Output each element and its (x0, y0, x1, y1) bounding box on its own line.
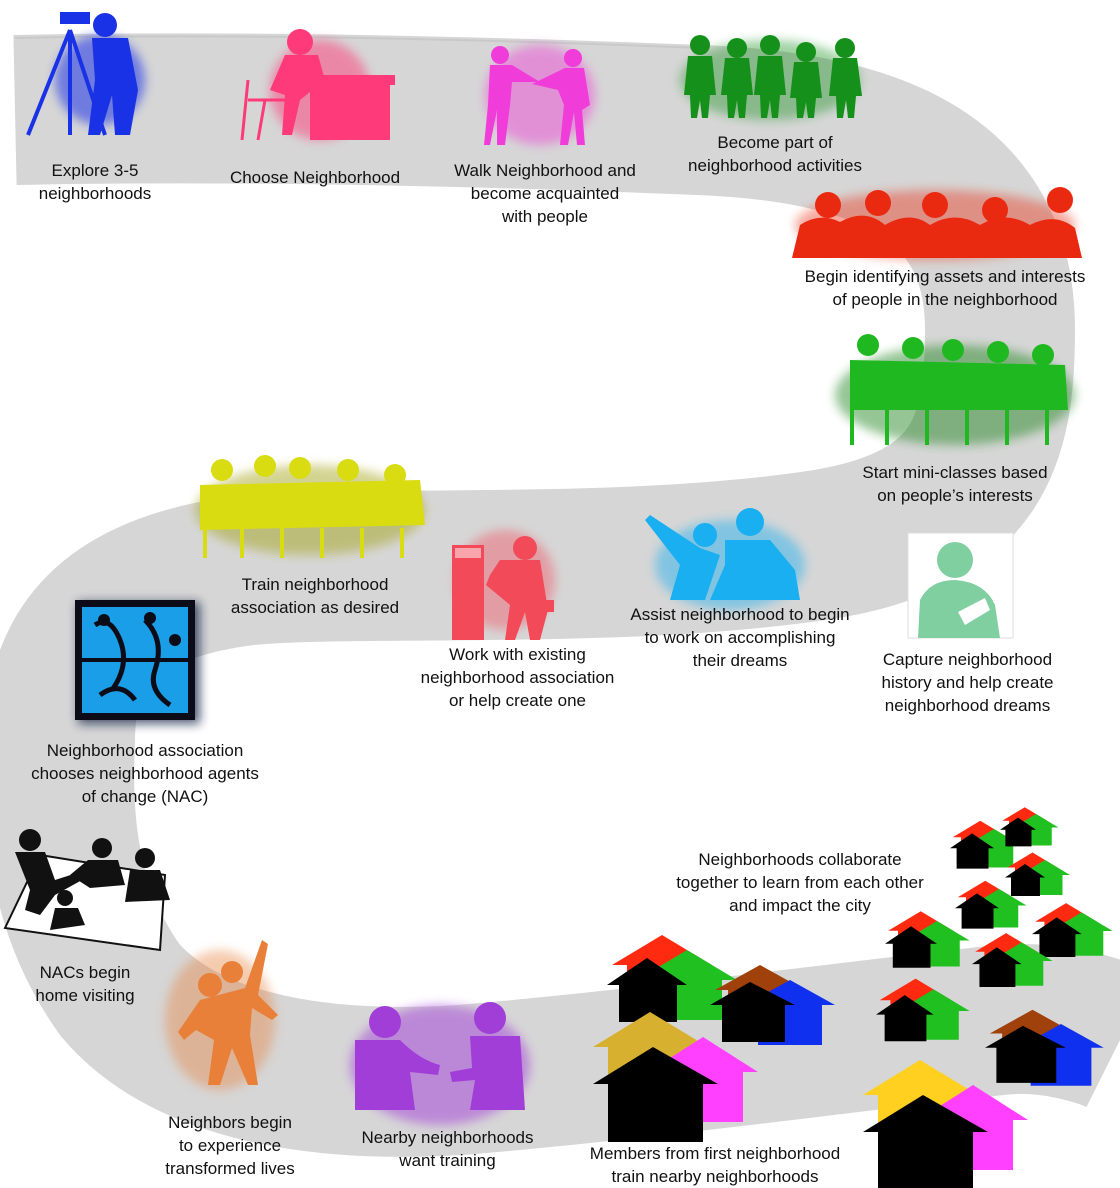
celebrating-people-icon (165, 940, 278, 1090)
path-edge-highlight (14, 35, 701, 49)
children-group-icon (680, 35, 862, 120)
surveyor-icon (26, 12, 145, 136)
step-label-collaborate: Neighborhoods collaborate together to le… (676, 850, 924, 915)
person-at-desk-icon (240, 29, 395, 141)
step-label-work: Work with existing neighborhood associat… (420, 645, 615, 710)
step-label-nac: Neighborhood association chooses neighbo… (31, 741, 259, 806)
step-label-choose: Choose Neighborhood (229, 168, 401, 187)
step-label-walk: Walk Neighborhood and become acquainted … (454, 161, 636, 226)
step-label-nearby: Nearby neighborhoods want training (361, 1128, 534, 1170)
step-label-transformed: Neighbors begin to experience transforme… (165, 1113, 295, 1178)
step-label-miniclasses: Start mini-classes based on people’s int… (862, 463, 1048, 505)
houses-icon (863, 807, 1113, 1188)
meeting-table-icon (195, 455, 425, 558)
family-on-rug-icon (3, 829, 170, 952)
step-label-visiting: NACs begin home visiting (35, 963, 135, 1005)
step-label-capture: Capture neighborhood history and help cr… (881, 650, 1054, 715)
step-label-assist: Assist neighborhood to begin to work on … (630, 605, 850, 670)
conversation-icon (350, 1002, 530, 1125)
winding-path (0, 33, 1120, 1157)
worker-at-door-icon (452, 530, 555, 640)
step-label-train: Train neighborhood association as desire… (230, 575, 400, 617)
audience-icon (792, 187, 1082, 260)
step-label-become: Become part of neighborhood activities (688, 133, 862, 175)
houses-icon (593, 935, 835, 1142)
pointing-people-icon (645, 508, 805, 610)
step-label-explore: Explore 3-5 neighborhoods (38, 161, 152, 203)
step-label-assets: Begin identifying assets and interests o… (804, 267, 1086, 309)
pledge-person-icon (907, 532, 1014, 639)
step-label-members: Members from first neighborhood train ne… (589, 1144, 841, 1186)
artwork-tile-icon (75, 600, 200, 724)
meeting-table-icon (835, 334, 1075, 445)
handshake-icon (484, 45, 595, 145)
